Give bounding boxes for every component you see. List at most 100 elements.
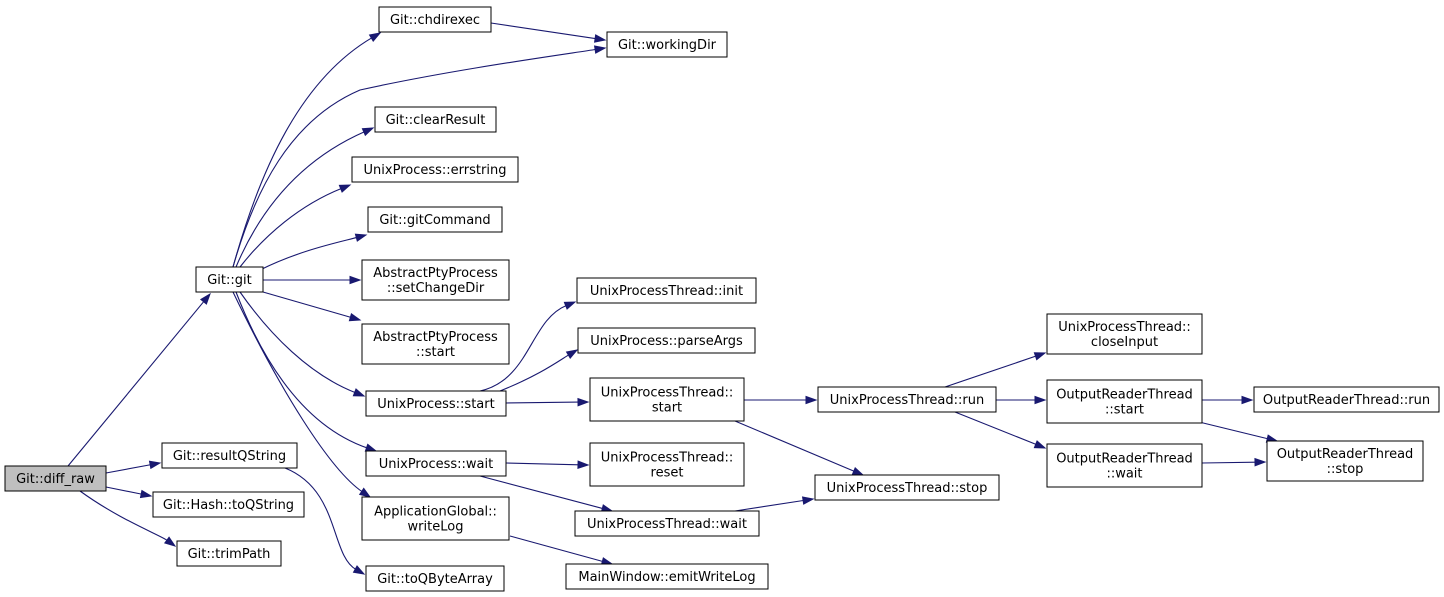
node-label: ::setChangeDir — [387, 281, 485, 296]
node-resultQString[interactable]: Git::resultQString — [161, 442, 298, 469]
edge-arrowhead — [358, 487, 372, 498]
edge-arrowhead — [148, 460, 162, 470]
node-label: Git::trimPath — [188, 547, 271, 562]
edge-git-to-aptyStart — [262, 291, 362, 322]
node-diff_raw[interactable]: Git::diff_raw — [4, 465, 107, 492]
node-label: Git::diff_raw — [16, 472, 95, 487]
node-closeInput[interactable]: UnixProcessThread::closeInput — [1046, 313, 1203, 355]
edge-arrowhead — [565, 349, 579, 360]
node-aptyStart[interactable]: AbstractPtyProcess::start — [361, 323, 510, 365]
edge-arrowhead — [1241, 395, 1254, 405]
edge-arrowhead — [348, 312, 362, 322]
edge-ortWait-to-ortStop — [1201, 457, 1267, 467]
edge-git-to-workingDir — [232, 45, 607, 268]
node-label: UnixProcess::wait — [379, 457, 493, 472]
node-uptInit[interactable]: UnixProcessThread::init — [576, 277, 757, 304]
node-label: UnixProcessThread::stop — [827, 481, 988, 496]
edge-uptRun-to-closeInput — [944, 352, 1047, 388]
edge-arrowhead — [349, 275, 362, 285]
edge-arrowhead — [364, 443, 378, 452]
node-label: Git::chdirexec — [390, 13, 480, 28]
edge-line — [235, 131, 365, 268]
edge-git-to-upStart — [239, 291, 366, 397]
node-box — [152, 491, 305, 518]
node-toQByteArray[interactable]: Git::toQByteArray — [365, 565, 505, 592]
edge-arrowhead — [361, 127, 375, 137]
node-uptWait[interactable]: UnixProcessThread::wait — [574, 510, 760, 537]
node-label: Git::workingDir — [618, 38, 717, 53]
edge-line — [1194, 420, 1269, 440]
edge-arrowhead — [163, 536, 177, 547]
node-clearResult[interactable]: Git::clearResult — [374, 106, 497, 133]
node-upWait[interactable]: UnixProcess::wait — [365, 450, 507, 477]
node-label: OutputReaderThread — [1277, 447, 1414, 462]
node-uptStop[interactable]: UnixProcessThread::stop — [814, 474, 1000, 501]
edge-upStart-to-parseArgs — [499, 349, 579, 392]
edge-arrowhead — [593, 34, 607, 43]
edge-line — [944, 355, 1037, 388]
edge-arrowhead — [352, 565, 366, 575]
edge-upStart-to-uptInit — [479, 301, 577, 392]
edge-uptRun-to-ortStart — [996, 395, 1047, 405]
node-ortStop[interactable]: OutputReaderThread::stop — [1266, 440, 1424, 482]
edge-line — [232, 37, 373, 268]
node-workingDir[interactable]: Git::workingDir — [606, 31, 728, 58]
node-emitWriteLog[interactable]: MainWindow::emitWriteLog — [565, 563, 769, 590]
node-box — [361, 496, 510, 541]
edge-line — [235, 291, 368, 449]
node-upStart[interactable]: UnixProcess::start — [365, 390, 507, 417]
node-label: UnixProcessThread::wait — [587, 517, 747, 532]
edge-line — [734, 499, 805, 512]
node-box — [365, 450, 507, 477]
edge-line — [259, 236, 358, 271]
node-git[interactable]: Git::git — [195, 266, 264, 293]
node-box — [589, 377, 745, 422]
edge-line — [954, 411, 1037, 446]
node-trimPath[interactable]: Git::trimPath — [176, 540, 282, 567]
edge-line — [105, 486, 143, 495]
node-label: UnixProcessThread::run — [830, 393, 984, 408]
node-box — [351, 156, 519, 183]
node-label: ::wait — [1106, 467, 1142, 482]
edge-git-to-chdirexec — [232, 32, 382, 268]
node-gitCommand[interactable]: Git::gitCommand — [367, 206, 503, 233]
edge-arrowhead — [801, 496, 815, 505]
node-ortRun[interactable]: OutputReaderThread::run — [1253, 386, 1440, 413]
node-box — [195, 266, 264, 293]
node-box — [1266, 440, 1424, 482]
node-uptReset[interactable]: UnixProcessThread::reset — [589, 442, 745, 487]
node-setChangeDir[interactable]: AbstractPtyProcess::setChangeDir — [361, 259, 510, 301]
edge-line — [490, 22, 597, 40]
node-uptRun[interactable]: UnixProcessThread::run — [817, 386, 997, 413]
node-label: Git::git — [207, 273, 252, 288]
node-uptStart[interactable]: UnixProcessThread::start — [589, 377, 745, 422]
node-parseArgs[interactable]: UnixProcess::parseArgs — [577, 327, 756, 354]
call-graph-nodes: Git::diff_rawGit::gitGit::resultQStringG… — [4, 6, 1440, 592]
node-errstring[interactable]: UnixProcess::errstring — [351, 156, 519, 183]
edge-git-to-clearResult — [235, 127, 375, 268]
edge-line — [505, 462, 580, 466]
edge-arrowhead — [199, 292, 211, 305]
node-label: ::stop — [1327, 462, 1364, 477]
edge-diff_raw-to-resultQString — [105, 460, 162, 474]
node-ortWait[interactable]: OutputReaderThread::wait — [1046, 443, 1203, 488]
edge-line — [479, 475, 604, 510]
node-box — [367, 206, 503, 233]
edge-uptRun-to-ortWait — [954, 411, 1047, 449]
node-writeLog[interactable]: ApplicationGlobal::writeLog — [361, 496, 510, 541]
node-label: UnixProcess::errstring — [364, 163, 507, 178]
node-chdirexec[interactable]: Git::chdirexec — [378, 6, 492, 33]
edge-arrowhead — [352, 388, 366, 397]
node-box — [161, 442, 298, 469]
node-box — [1046, 379, 1203, 424]
node-hashToQString[interactable]: Git::Hash::toQString — [152, 491, 305, 518]
node-label: UnixProcessThread:: — [601, 451, 734, 466]
edge-line — [1201, 461, 1257, 464]
node-label: start — [652, 401, 682, 416]
edge-uptStart-to-uptStop — [734, 420, 865, 476]
edge-arrowhead — [577, 397, 590, 407]
node-label: OutputReaderThread::run — [1263, 393, 1430, 408]
edge-git-to-writeLog — [232, 291, 372, 498]
node-label: AbstractPtyProcess — [373, 266, 498, 281]
node-ortStart[interactable]: OutputReaderThread::start — [1046, 379, 1203, 424]
